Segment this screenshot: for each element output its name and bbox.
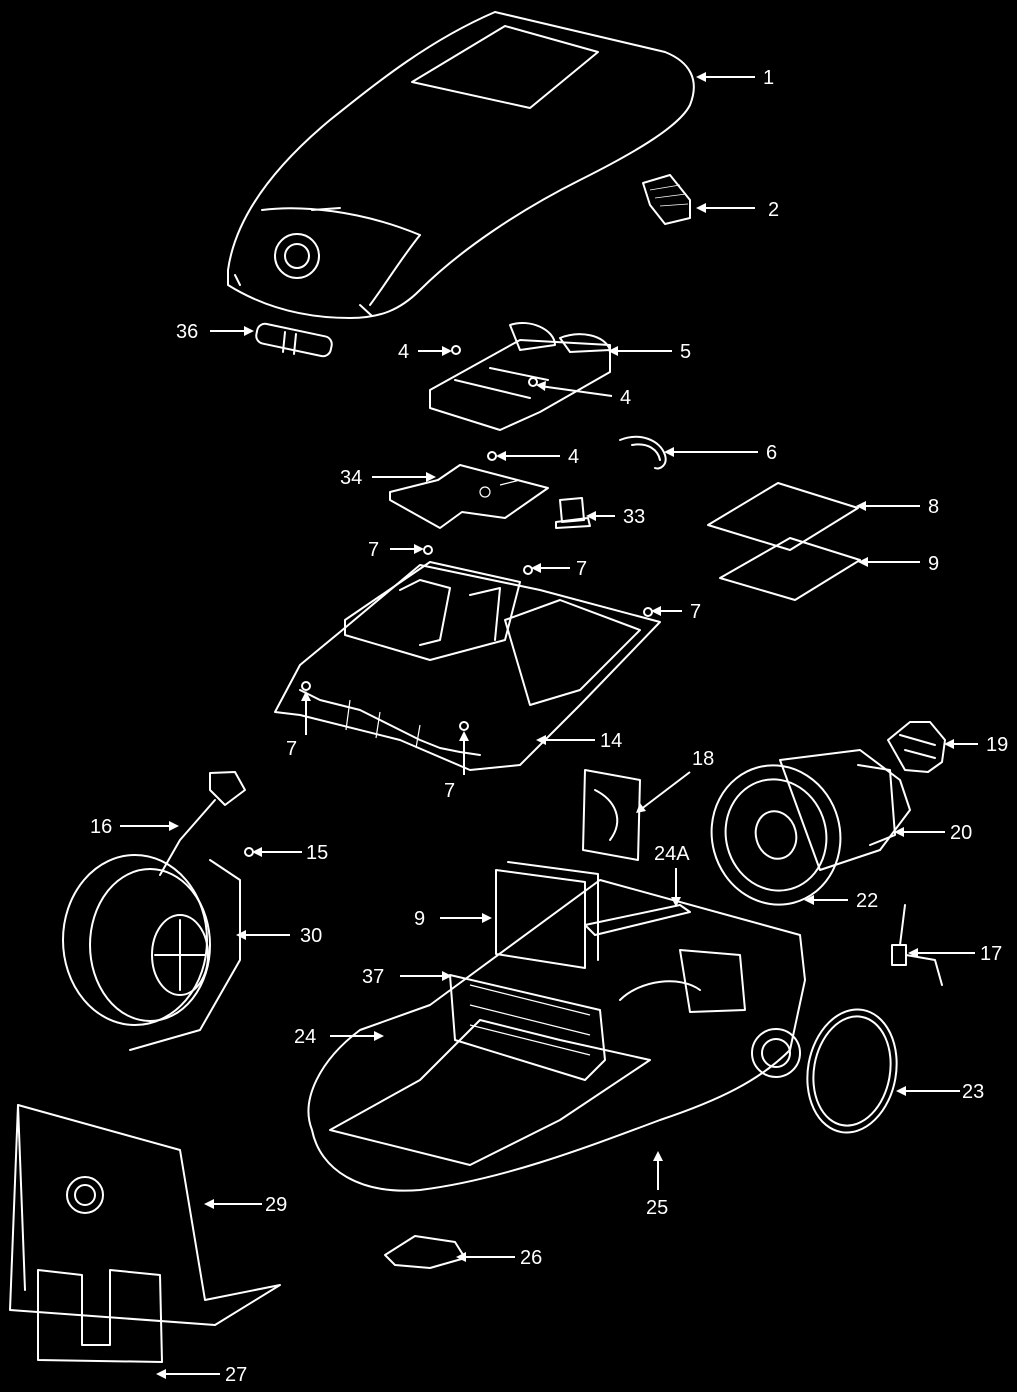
callout-7-d: 7 xyxy=(286,738,297,760)
bracket-part xyxy=(582,769,641,861)
callout-36: 36 xyxy=(176,321,198,343)
exhaust-filter-grid-part xyxy=(707,482,859,551)
cable-part xyxy=(619,435,667,470)
callout-24a: 24A xyxy=(654,843,690,865)
motor-gasket-part xyxy=(710,764,842,906)
callout-22: 22 xyxy=(856,890,878,912)
callout-24: 24 xyxy=(294,1026,316,1048)
callout-23: 23 xyxy=(962,1081,984,1103)
callout-4-c: 4 xyxy=(568,446,579,468)
callout-20: 20 xyxy=(950,822,972,844)
top-cover-part xyxy=(227,11,695,319)
callout-9-b: 9 xyxy=(414,908,425,930)
cord-reel-part xyxy=(62,854,241,1051)
hose-connector-part xyxy=(255,322,333,358)
callout-30: 30 xyxy=(300,925,322,947)
callout-29: 29 xyxy=(265,1194,287,1216)
callout-4-b: 4 xyxy=(620,387,631,409)
callout-27: 27 xyxy=(225,1364,247,1386)
dust-bag-part xyxy=(9,1104,281,1363)
callout-25: 25 xyxy=(646,1197,668,1219)
switch-part xyxy=(555,497,591,529)
callout-7-b: 7 xyxy=(576,558,587,580)
motor-fan-part xyxy=(887,721,946,773)
callout-37: 37 xyxy=(362,966,384,988)
callout-19: 19 xyxy=(986,734,1008,756)
circuit-board-part xyxy=(389,464,549,529)
callout-6: 6 xyxy=(766,442,777,464)
callout-16: 16 xyxy=(90,816,112,838)
callout-5: 5 xyxy=(680,341,691,363)
callout-4-a: 4 xyxy=(398,341,409,363)
callout-7-c: 7 xyxy=(690,601,701,623)
leader-lines xyxy=(120,76,978,1375)
callout-7-e: 7 xyxy=(444,780,455,802)
washer-part xyxy=(244,847,254,857)
callout-9-a: 9 xyxy=(928,553,939,575)
motor-part xyxy=(779,749,911,871)
callout-14: 14 xyxy=(600,730,622,752)
arrowheads xyxy=(156,72,954,1379)
filter-frame-part xyxy=(495,861,599,969)
filter-pad-part xyxy=(719,537,861,601)
callout-18: 18 xyxy=(692,748,714,770)
control-panel-part xyxy=(429,322,611,431)
base-body-part xyxy=(307,879,806,1192)
callout-8: 8 xyxy=(928,496,939,518)
callout-26: 26 xyxy=(520,1247,542,1269)
plug-part xyxy=(891,904,943,986)
motor-housing-part xyxy=(274,561,661,771)
caster-part xyxy=(384,1235,466,1269)
callout-15: 15 xyxy=(306,842,328,864)
wheel-part xyxy=(806,1008,898,1134)
callout-2: 2 xyxy=(768,199,779,221)
callout-33: 33 xyxy=(623,506,645,528)
callout-labels: 1 2 36 4 5 4 6 4 34 33 8 9 7 7 7 7 7 14 … xyxy=(90,67,1008,1386)
callout-7-a: 7 xyxy=(368,539,379,561)
callout-17: 17 xyxy=(980,943,1002,965)
callout-1: 1 xyxy=(763,67,774,89)
callout-34: 34 xyxy=(340,467,362,489)
filter-clip-part xyxy=(642,174,691,225)
screw-parts xyxy=(301,345,653,731)
